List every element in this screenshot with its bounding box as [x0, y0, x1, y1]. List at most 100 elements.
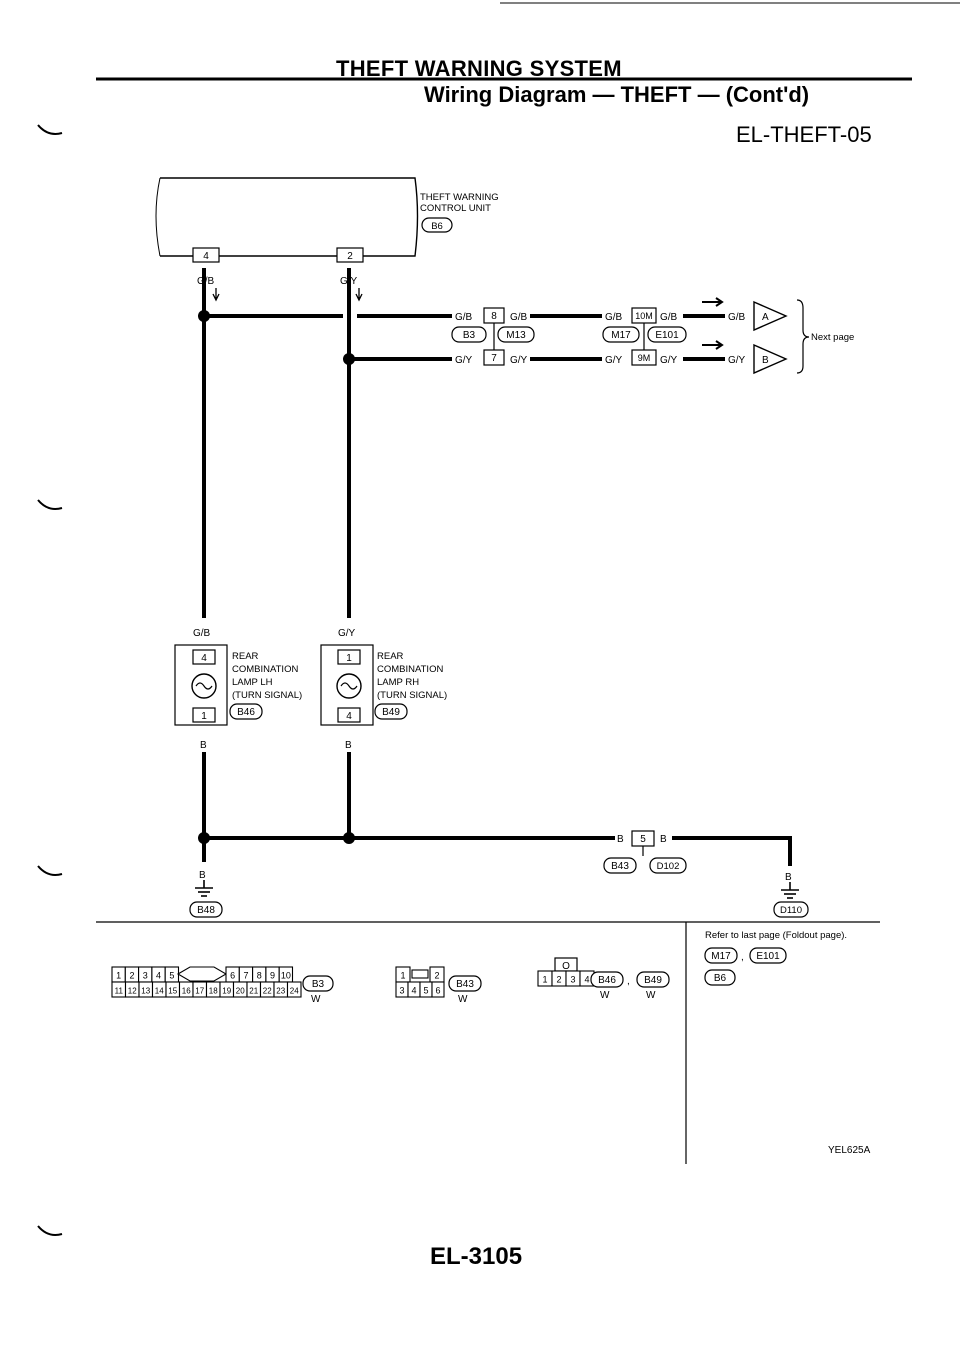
b43-pin: 6 — [435, 986, 440, 996]
connector-oval-b46 — [229, 703, 263, 720]
connector-oval-e101 — [647, 326, 687, 343]
page-subtitle: Wiring Diagram — THEFT — (Cont'd) — [424, 82, 810, 107]
connector-oval-b43 — [603, 857, 637, 874]
current-arrow-left — [212, 288, 220, 302]
connector-id-b3: B3 — [463, 330, 476, 341]
connector-oval-b6 — [421, 217, 453, 233]
next-arrow-a-label: A — [762, 312, 769, 323]
connector-id-b43: B43 — [611, 861, 629, 872]
diagram-code: EL-THEFT-05 — [736, 122, 872, 147]
b3-pin: 15 — [168, 987, 177, 996]
lamp-lh-pin-bottom: 1 — [201, 711, 207, 722]
page-corner-marks — [37, 124, 63, 1236]
refer-comma: , — [741, 952, 744, 963]
control-unit-box — [160, 177, 419, 257]
lamp-lh-pin-top: 4 — [201, 653, 207, 664]
b3-pin: 2 — [129, 971, 134, 981]
lamp-rh-pin-box-bottom — [337, 707, 361, 723]
b43-pin: 2 — [434, 971, 439, 981]
wire-label-b-gnd-right: B — [785, 872, 792, 883]
b3-pin: 18 — [209, 987, 218, 996]
cu-pin-box-2 — [336, 247, 364, 263]
connector-id-b49: B49 — [382, 707, 400, 718]
b3-pin-cell — [286, 981, 302, 998]
control-unit-box-left — [155, 177, 161, 257]
wire-label-gy-lamp: G/Y — [338, 628, 356, 639]
connector-id-b46: B46 — [237, 707, 255, 718]
cu-pin-2: 2 — [347, 251, 353, 262]
b3-pin: 24 — [290, 987, 299, 996]
b3-pin: 13 — [141, 987, 150, 996]
lamp-lh-label-2: COMBINATION — [232, 664, 298, 675]
next-arrow-b — [753, 343, 788, 375]
lamp-lh-pin-box-top — [192, 649, 216, 665]
control-unit-label-1: THEFT WARNING — [420, 192, 499, 203]
connector-oval-b46-view — [590, 971, 624, 988]
refer-oval-e101 — [749, 947, 787, 964]
next-arrow-b-label: B — [762, 355, 769, 366]
connector-id-b6: B6 — [431, 221, 443, 232]
direction-arrow-top — [702, 297, 724, 307]
refer-conn-e101: E101 — [756, 951, 780, 962]
refer-conn-b6: B6 — [714, 973, 727, 984]
lamp-lh-label-3: LAMP LH — [232, 677, 273, 688]
wire-label-gb-c1b: G/B — [510, 312, 528, 323]
b3-pin: 9 — [270, 971, 275, 981]
lamp-lh-label-1: REAR — [232, 651, 259, 662]
b3-pin: 14 — [155, 987, 164, 996]
wire-label-b-rh: B — [345, 740, 352, 751]
b3-pin: 7 — [243, 971, 248, 981]
b3-pin: 8 — [257, 971, 262, 981]
lamp-rh-label-3: LAMP RH — [377, 677, 419, 688]
b46-pin: 1 — [542, 975, 547, 985]
b3-pin: 17 — [195, 987, 204, 996]
ground-left-icon — [195, 880, 213, 897]
b46-pin: 3 — [570, 975, 575, 985]
lamp-rh-label-4: (TURN SIGNAL) — [377, 690, 447, 701]
b46-pin: 2 — [556, 975, 561, 985]
b43-key-shape — [411, 969, 429, 979]
c1-pin-box-7 — [483, 349, 505, 366]
next-page-label: Next page — [811, 332, 854, 343]
b3-key-shape — [176, 966, 228, 982]
wire-label-b-lh: B — [200, 740, 207, 751]
wire-label-b-c3a: B — [617, 834, 624, 845]
cu-pin-box-4 — [192, 247, 220, 263]
lamp-rh-pin-bottom: 4 — [346, 711, 352, 722]
connector-oval-b49 — [374, 703, 408, 720]
lamp-rh-filament-icon — [340, 682, 358, 690]
lamp-rh-label-2: COMBINATION — [377, 664, 443, 675]
b3-pin: 19 — [222, 987, 231, 996]
connector-oval-b3 — [451, 326, 487, 343]
ground-right-icon — [781, 882, 799, 899]
lamp-rh-pin-box-top — [337, 649, 361, 665]
lamp-rh-pin-top: 1 — [346, 653, 352, 664]
connector-view-b43-id: B43 — [456, 979, 474, 990]
control-unit-label-2: CONTROL UNIT — [420, 203, 491, 214]
connector-view-b43-color: W — [458, 994, 468, 1005]
wire-label-gb-lamp: G/B — [193, 628, 211, 639]
connector-oval-m17 — [602, 326, 640, 343]
lamp-lh-label-4: (TURN SIGNAL) — [232, 690, 302, 701]
connector-oval-d102 — [649, 857, 687, 874]
b3-pin: 4 — [156, 971, 161, 981]
b46-pin: 4 — [584, 975, 589, 985]
connector-oval-d110 — [773, 901, 809, 918]
wire-label-b-gnd-left: B — [199, 870, 206, 881]
c1-pin-8: 8 — [491, 311, 497, 322]
wire-label-gb-c2b: G/B — [660, 312, 678, 323]
wire-label-gb-c2a: G/B — [605, 312, 623, 323]
lamp-rh-label-1: REAR — [377, 651, 404, 662]
wire-label-gy-c2b: G/Y — [660, 355, 678, 366]
wire-label-gb-c1a: G/B — [455, 312, 473, 323]
connector-view-b49-color: W — [646, 990, 656, 1001]
refer-conn-m17: M17 — [711, 951, 731, 962]
b3-pin: 10 — [281, 971, 291, 981]
connector-view-b3-color: W — [311, 994, 321, 1005]
figure-code: YEL625A — [828, 1145, 871, 1156]
b3-pin: 16 — [182, 987, 191, 996]
b43-pin: 3 — [399, 986, 404, 996]
connector-id-e101: E101 — [655, 330, 679, 341]
connector-oval-m13 — [497, 326, 535, 343]
